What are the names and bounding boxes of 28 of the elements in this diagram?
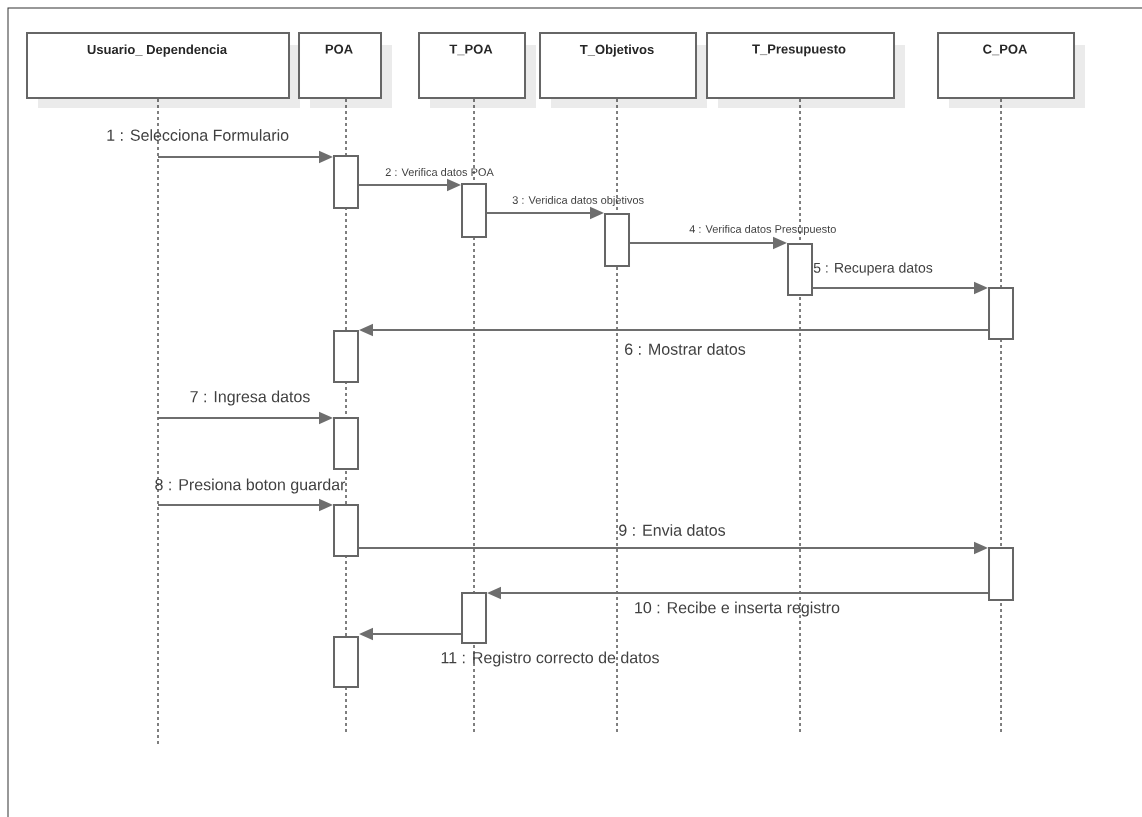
message-label: 10 : Recibe e inserta registro: [635, 601, 840, 617]
activation-bar: [333, 155, 359, 209]
message-label: 2 : Verifica datos POA: [385, 167, 494, 177]
activation-bar: [461, 592, 487, 644]
message-label: 4 : Verifica datos Presupuesto: [689, 224, 836, 236]
activation-bar: [461, 183, 487, 238]
participant-box: T_POA: [418, 32, 526, 99]
message-label: 8 : Presiona boton guardar: [155, 478, 346, 494]
message-label: 1 : Selecciona Formulario: [107, 129, 289, 141]
activation-bar: [333, 417, 359, 470]
message-label: 9 : Envia datos: [619, 524, 726, 536]
participant-box: C_POA: [937, 32, 1075, 99]
message-label: 7 : Ingresa datos: [190, 390, 310, 406]
activation-bar: [333, 636, 359, 688]
activation-bar: [787, 243, 813, 296]
participant-box: T_Presupuesto: [706, 32, 895, 99]
message-label: 11 : Registro correcto de datos: [441, 651, 659, 667]
participant-box: Usuario_ Dependencia: [26, 32, 290, 99]
activation-bar: [988, 547, 1014, 601]
activation-bar: [604, 213, 630, 267]
message-label: 5 : Recupera datos: [813, 262, 933, 276]
activation-bar: [333, 504, 359, 557]
participant-box: POA: [298, 32, 382, 99]
activation-bar: [333, 330, 359, 383]
message-label: 3 : Veridica datos objetivos: [512, 195, 644, 207]
activation-bar: [988, 287, 1014, 340]
participant-box: T_Objetivos: [539, 32, 697, 99]
message-label: 6 : Mostrar datos: [625, 343, 746, 355]
